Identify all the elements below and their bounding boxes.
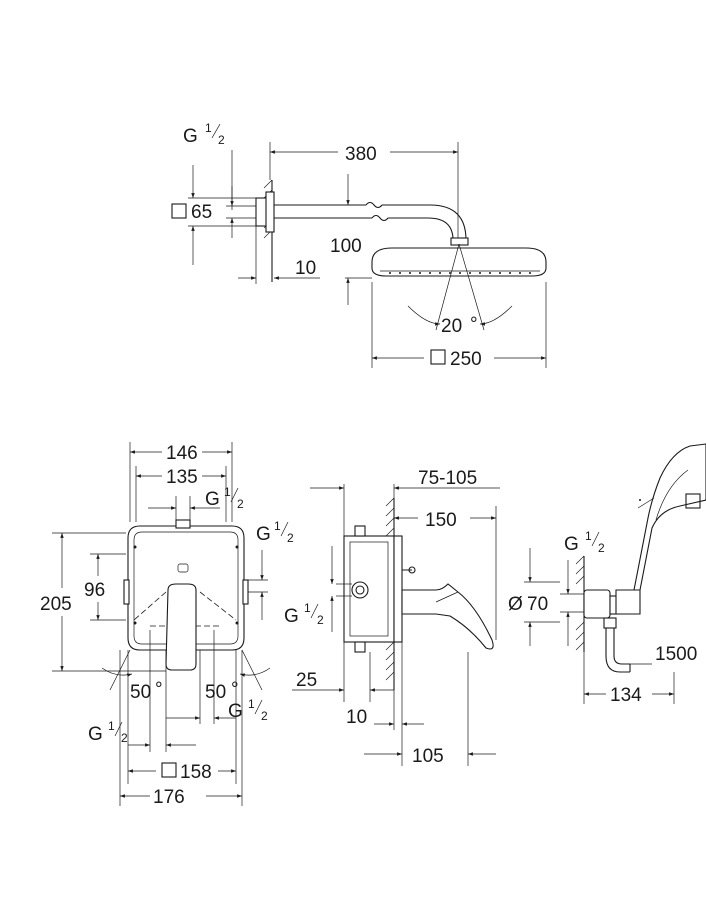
holder-bracket [615, 589, 641, 615]
svg-text:2: 2 [237, 497, 244, 511]
square-158-label: 158 [180, 762, 212, 783]
mixer-body [343, 535, 395, 643]
dia-symbol: Ø [508, 594, 523, 615]
side-mixer-view: 75-105 150 G 1 2 25 10 105 [284, 468, 500, 767]
dim-1500-label: 1500 [655, 644, 697, 665]
svg-text:G: G [88, 724, 103, 745]
mixer-lever [165, 583, 197, 671]
dim-134-label: 134 [610, 685, 642, 706]
angle-50-right-label: 50 [205, 682, 226, 703]
g-half-top-label: G [183, 126, 198, 147]
dia-70-label: 70 [527, 594, 548, 615]
dim-75-105-label: 75-105 [418, 468, 477, 489]
mixer-lever-side [401, 583, 494, 650]
dim-105-label: 105 [412, 746, 444, 767]
dim-380-label: 380 [345, 144, 377, 165]
dim-10-mid-label: 10 [346, 707, 367, 728]
svg-text:1: 1 [585, 529, 592, 543]
svg-text:2: 2 [317, 613, 324, 627]
svg-text:1: 1 [304, 601, 311, 615]
front-box-view: 146 135 G 1 2 G 1 2 205 96 [40, 442, 294, 808]
svg-text:1: 1 [108, 719, 115, 733]
svg-text:1: 1 [205, 121, 212, 135]
shower-arm [274, 201, 467, 241]
svg-text:2: 2 [218, 133, 225, 147]
head-shower-view: 20 ° 380 100 10 65 G 1 2 [171, 121, 547, 370]
svg-text:G: G [205, 489, 220, 510]
svg-text:2: 2 [121, 731, 128, 745]
svg-text:°: ° [470, 314, 478, 335]
dim-96-label: 96 [84, 580, 105, 601]
svg-text:G: G [564, 534, 579, 555]
shower-head [371, 237, 547, 277]
dim-146-label: 146 [166, 443, 198, 464]
dim-150-label: 150 [425, 510, 457, 531]
hand-shower-view: G 1 2 Ø 70 1500 134 [508, 443, 706, 706]
dim-100-label: 100 [330, 236, 362, 257]
dim-25-label: 25 [296, 670, 317, 691]
svg-text:°: ° [155, 679, 163, 700]
dim-135-label: 135 [166, 467, 198, 488]
dim-176-label: 176 [153, 787, 185, 808]
dim-10-top-label: 10 [295, 258, 316, 279]
svg-text:1: 1 [274, 519, 281, 533]
svg-text:G: G [284, 606, 299, 627]
square-65-label: 65 [191, 202, 212, 223]
svg-text:°: ° [231, 679, 239, 700]
dim-205-label: 205 [40, 594, 72, 615]
svg-text:G: G [256, 524, 271, 545]
square-250-label: 250 [450, 349, 482, 370]
svg-text:1: 1 [248, 697, 255, 711]
svg-text:G: G [228, 701, 243, 722]
angle-20-label: 20 [441, 316, 462, 337]
svg-text:2: 2 [261, 709, 268, 723]
svg-text:1: 1 [224, 485, 231, 499]
wall-outlet [583, 589, 611, 619]
svg-text:2: 2 [287, 531, 294, 545]
cover-plate [393, 535, 403, 643]
hand-shower [618, 443, 706, 591]
svg-text:2: 2 [598, 541, 605, 555]
angle-50-left-label: 50 [130, 682, 151, 703]
